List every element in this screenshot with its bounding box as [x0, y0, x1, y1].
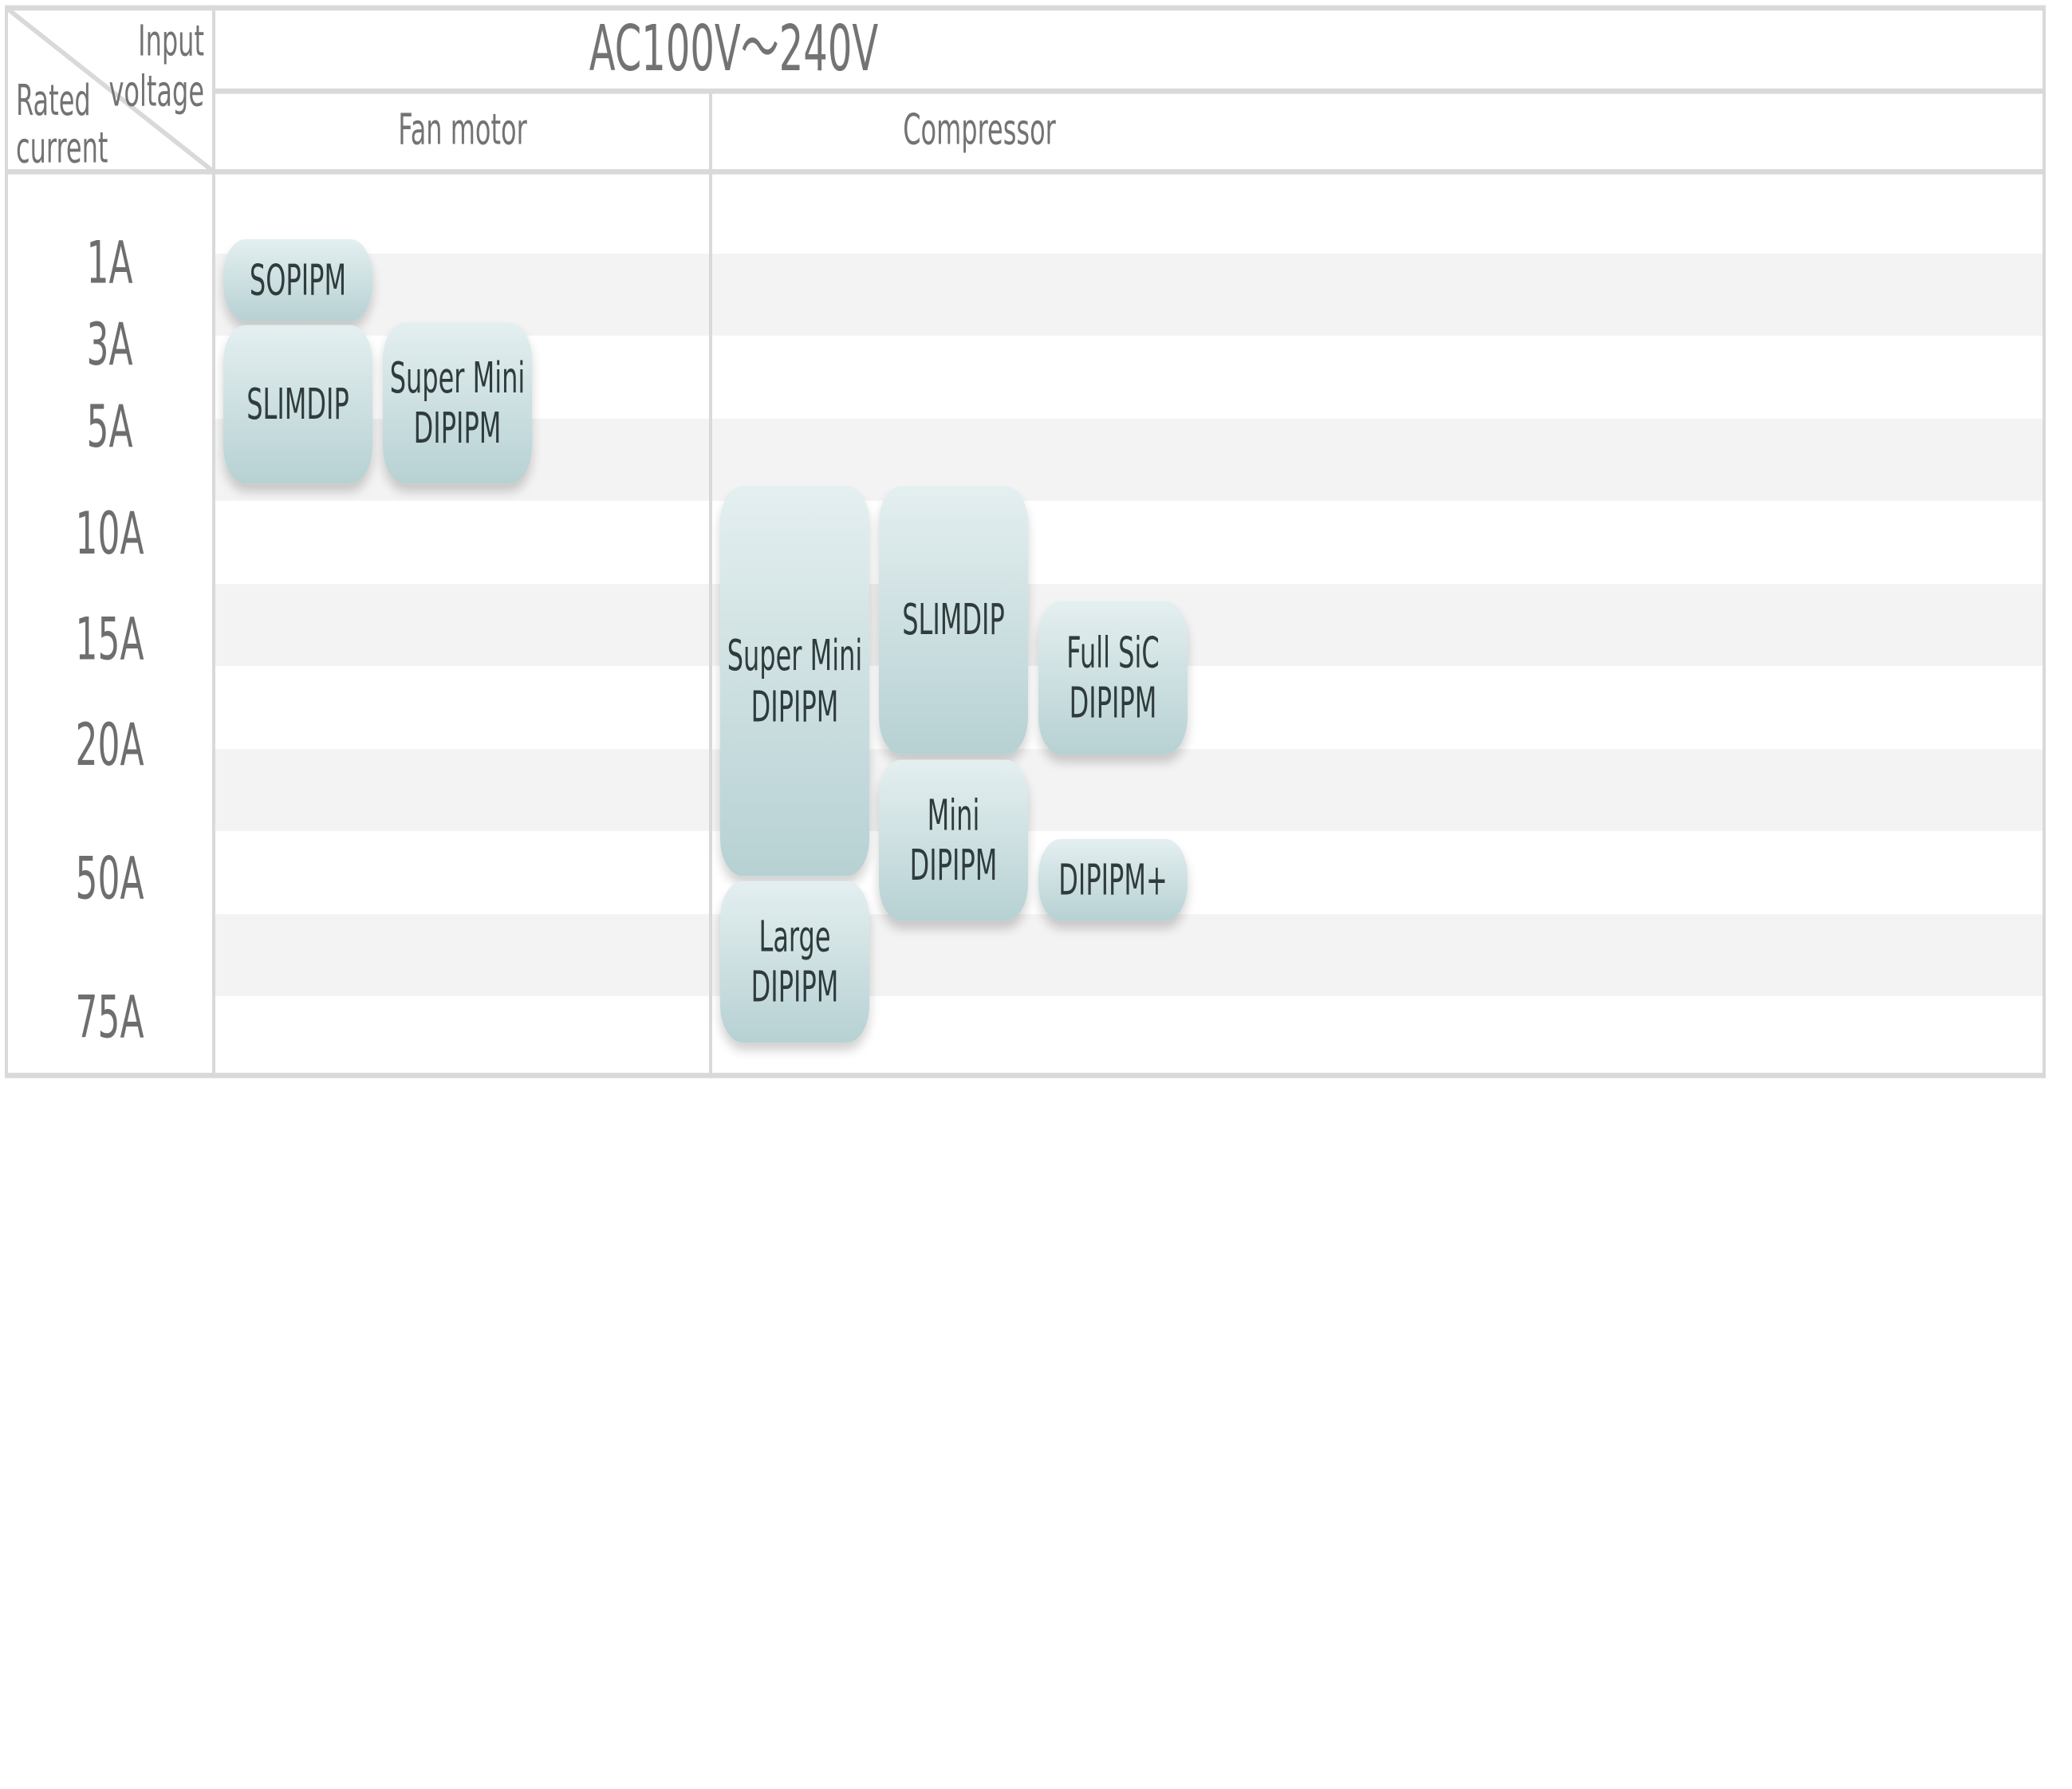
- current-label-20a: 20A: [75, 711, 144, 780]
- current-label-50a: 50A: [75, 845, 144, 913]
- current-label-1a: 1A: [86, 230, 133, 298]
- row-band: [215, 914, 2046, 997]
- grid-line-bottom: [5, 1073, 2046, 1078]
- corner-diagonal: [6, 7, 214, 172]
- column-header-compressor: Compressor: [903, 104, 1056, 155]
- module-super-mini-dipipm-compressor: Super Mini DIPIPM: [720, 486, 869, 877]
- grid-line-column-divider: [709, 88, 712, 1078]
- current-label-3a: 3A: [86, 311, 133, 380]
- current-label-5a: 5A: [86, 393, 133, 462]
- module-dipipm-plus: DIPIPM+: [1038, 838, 1188, 921]
- module-full-sic-dipipm: Full SiC DIPIPM: [1038, 601, 1188, 755]
- module-slimdip-compressor: SLIMDIP: [879, 486, 1028, 755]
- rated-current-voltage-table: Input voltage Rated current AC100V～240V …: [5, 5, 2046, 1078]
- grid-line-left: [5, 5, 8, 1078]
- grid-line-header-mid: [214, 88, 2046, 94]
- module-sopipm-fan: SOPIPM: [223, 238, 372, 321]
- voltage-range-title: AC100V～240V: [589, 11, 879, 86]
- module-mini-dipipm: Mini DIPIPM: [879, 759, 1028, 921]
- grid-line-right: [2042, 5, 2046, 1078]
- module-slimdip-compressor-label: SLIMDIP: [902, 594, 1005, 645]
- input-voltage-label: Input voltage: [108, 15, 204, 116]
- current-label-10a: 10A: [75, 500, 144, 569]
- module-super-mini-dipipm-fan: Super Mini DIPIPM: [383, 322, 532, 484]
- module-slimdip-fan: SLIMDIP: [223, 325, 372, 484]
- rated-current-label: Rated current: [16, 75, 108, 174]
- current-label-75a: 75A: [75, 984, 144, 1052]
- row-band: [215, 254, 2046, 336]
- column-header-fan-motor: Fan motor: [398, 104, 527, 155]
- grid-line-header-bottom: [5, 169, 2046, 175]
- module-large-dipipm: Large DIPIPM: [720, 881, 869, 1042]
- grid-line-label-divider: [212, 5, 215, 1078]
- grid-line-top: [5, 5, 2046, 11]
- current-label-15a: 15A: [75, 606, 144, 674]
- row-band: [215, 749, 2046, 831]
